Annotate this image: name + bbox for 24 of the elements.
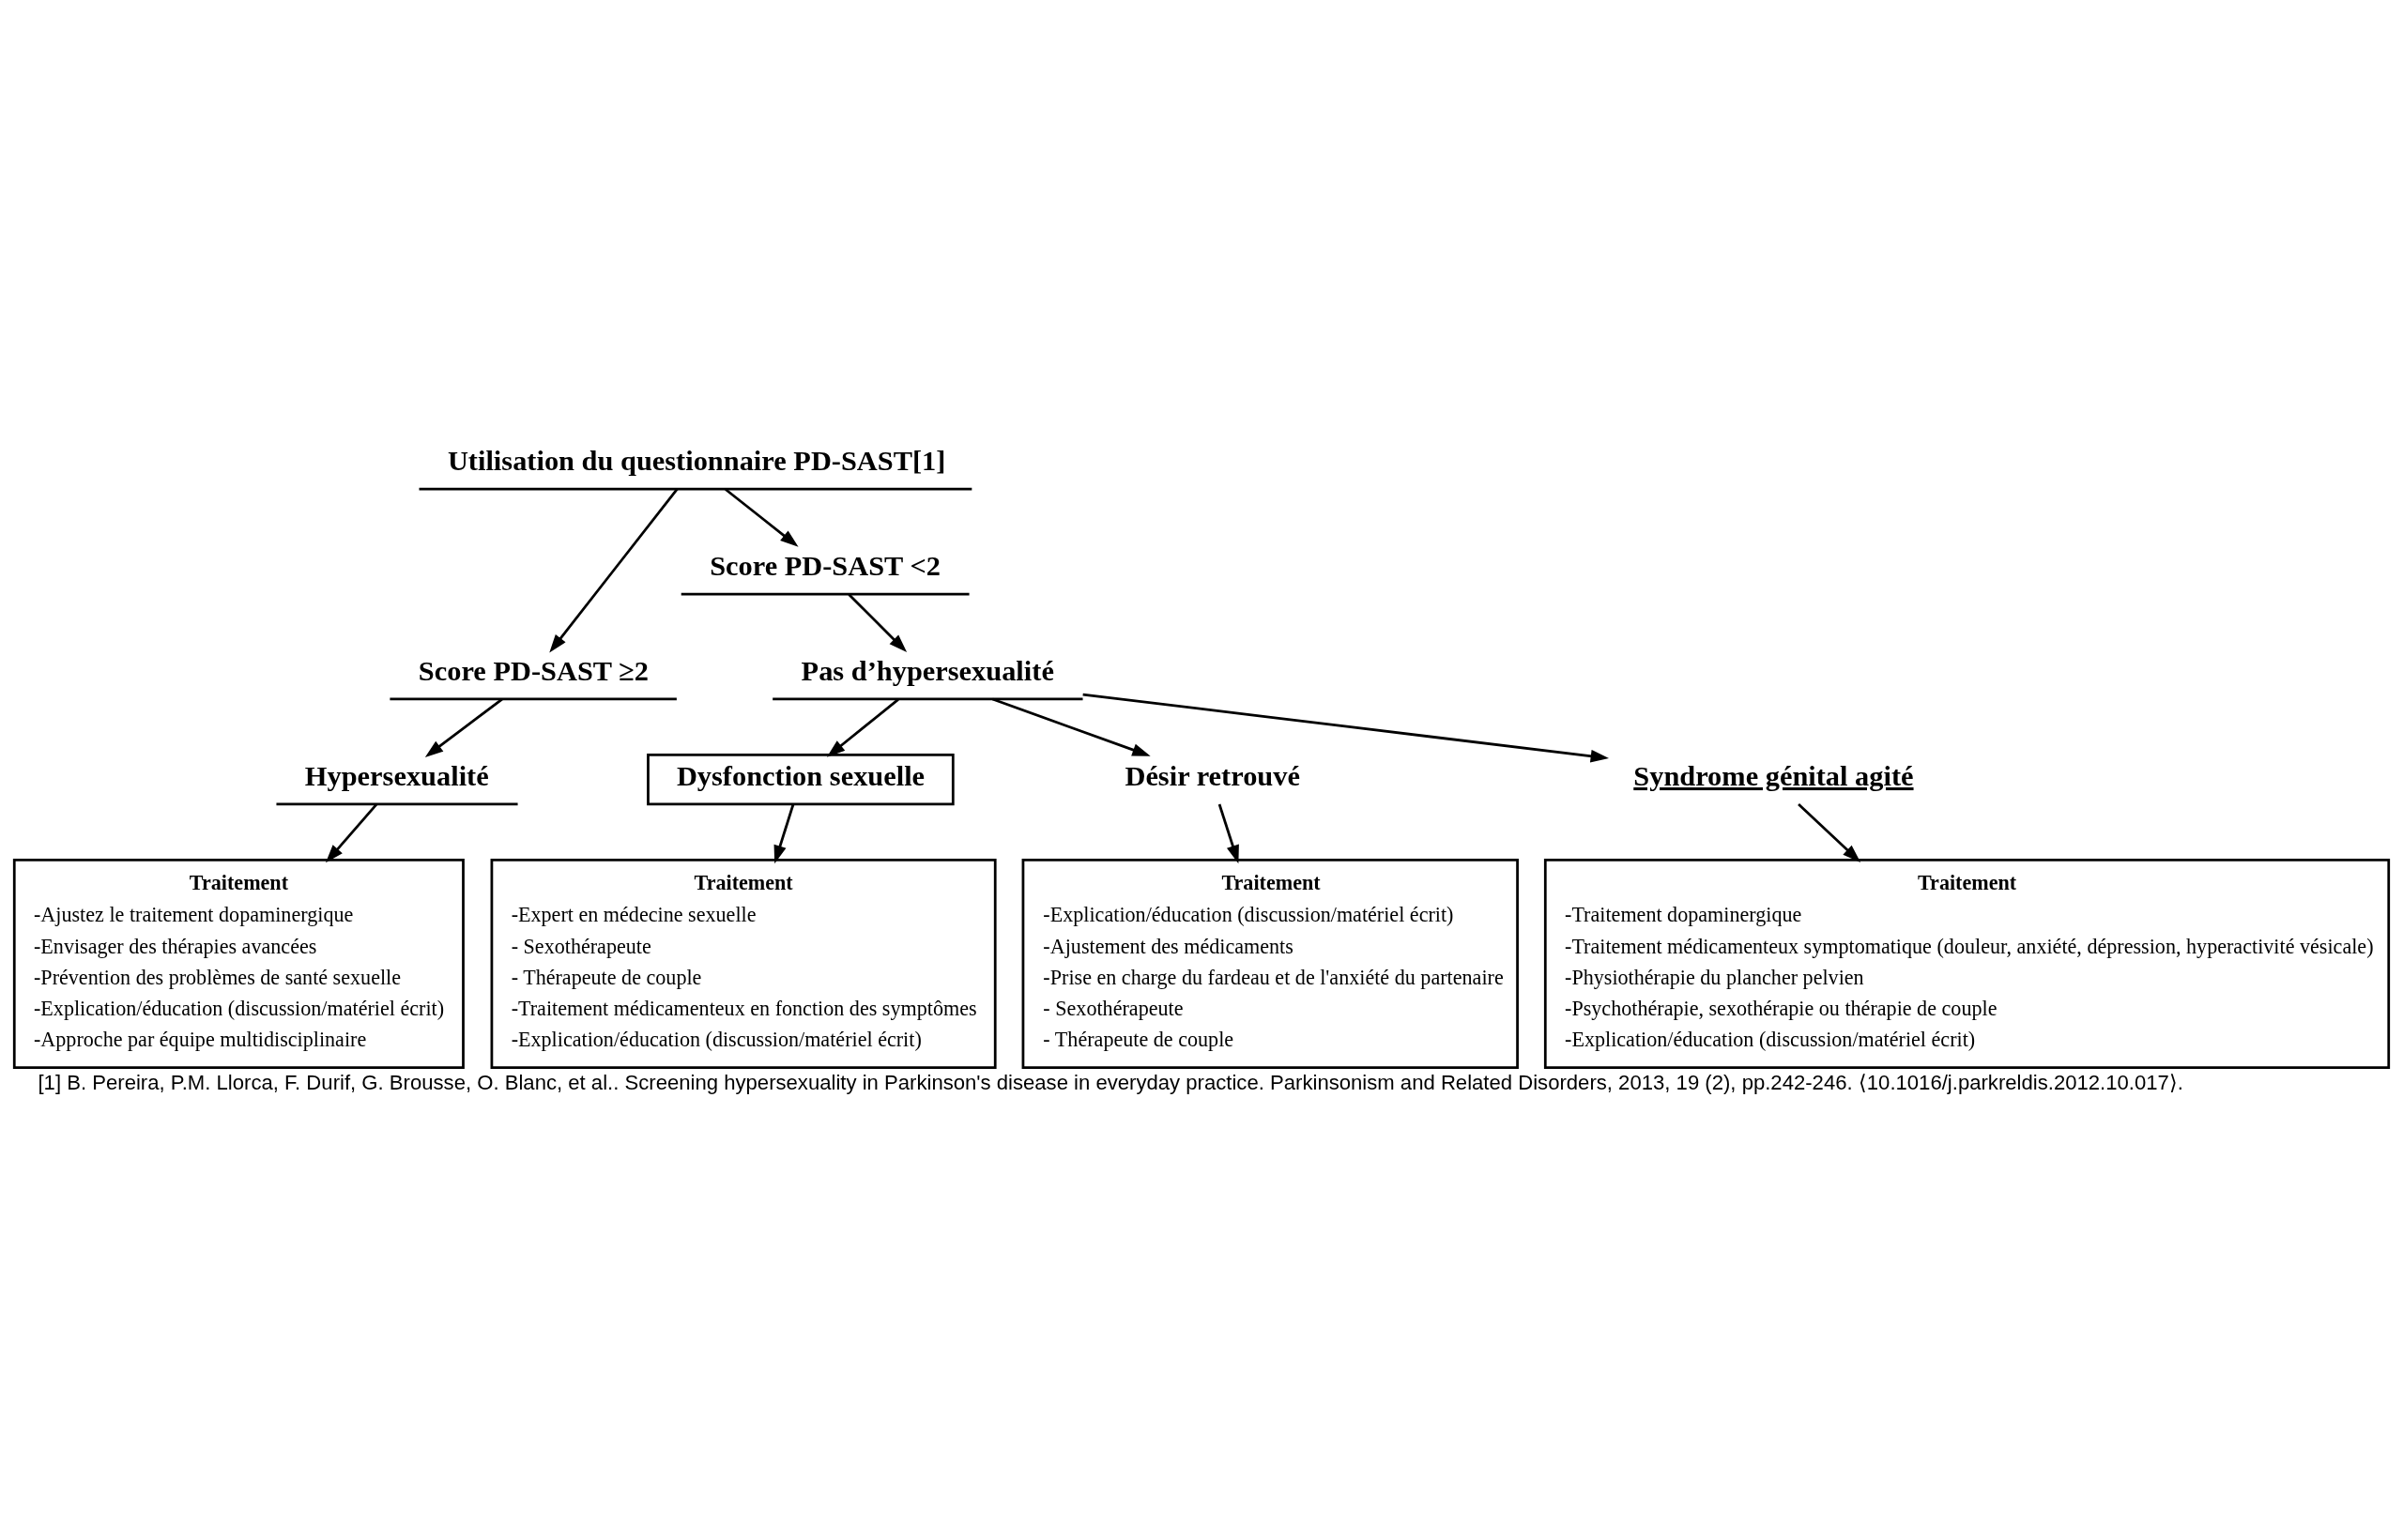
node-text: Score PD-SAST <2 — [710, 549, 941, 582]
node-text: Désir retrouvé — [1125, 759, 1300, 792]
arrow — [1798, 802, 1861, 862]
arrow — [424, 697, 503, 757]
arrow — [549, 487, 679, 652]
node-box: Traitement -Traitement dopaminergique -Traitement médicamenteux symptomatique (douleur, anxiété, dépression, hyperactivité vésicale) -Physiothérapie du plancher pelvien -Psychothérapie, sexothérapie ou thérapie de couple -Explication/éducation (discussion/matériel écrit) — [1543, 858, 2391, 1069]
caption: [1] B. Pereira, P.M. Llorca, F. Durif, G. Brousse, O. Blanc, et al.. Screening hypersexuality in Parkinson's disease in everyday practice. Parkinsonism and Related Disorders, 2013, 19 (2), pp.242-246. ⟨10.1016/j.parkreldis.2012.10.017⟩. — [38, 1070, 2184, 1094]
arrow — [325, 802, 378, 862]
arrow — [848, 593, 908, 652]
node-box: Traitement -Ajustez le traitement dopaminergique -Envisager des thérapies avancées -Prévention des problèmes de santé sexuelle -Explication/éducation (discussion/matériel écrit) -Approche par équipe multidisciplinaire — [12, 858, 465, 1069]
node-text: Score PD-SAST ≥2 — [418, 654, 650, 687]
arrow — [1217, 803, 1239, 863]
node-box: Dysfonction sexuelle — [647, 753, 955, 805]
arrow — [1082, 693, 1609, 762]
node-box: Traitement -Explication/éducation (discussion/matériel écrit) -Ajustement des médicaments -Prise en charge du fardeau et de l'anxiété du partenaire - Sexothérapeute - Thérapeute de couple — [1021, 858, 1519, 1069]
node-text: Hypersexualité — [304, 759, 489, 792]
arrow — [725, 487, 799, 547]
arrow — [826, 697, 899, 757]
node-box: Traitement -Expert en médecine sexuelle - Sexothérapeute - Thérapeute de couple -Traitement médicamenteux en fonction des symptômes -Explication/éducation (discussion/matériel écrit) — [490, 858, 997, 1069]
arrow — [773, 803, 795, 863]
node-text: Pas d’hypersexualité — [801, 654, 1054, 687]
arrow — [991, 697, 1151, 756]
node-text: Utilisation du questionnaire PD-SAST[1] — [447, 444, 946, 477]
node-text: Syndrome génital agité — [1633, 759, 1914, 792]
